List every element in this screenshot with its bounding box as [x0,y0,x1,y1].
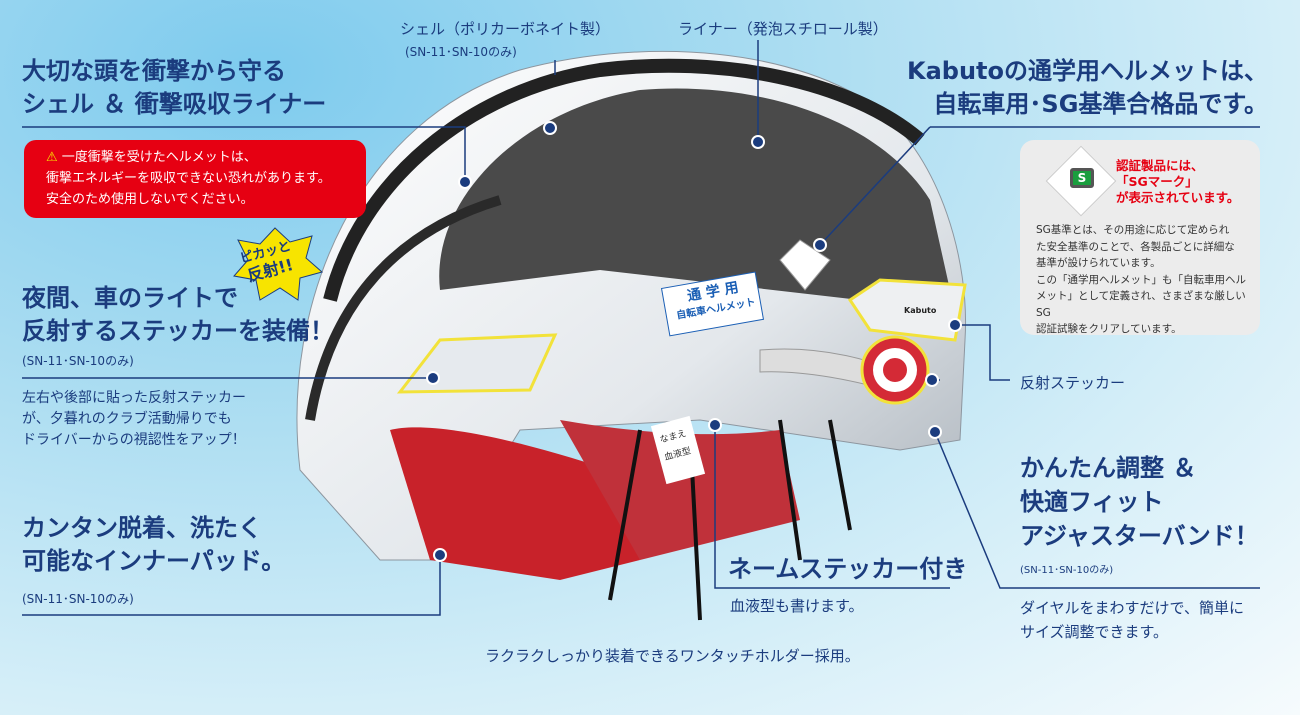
inner-pad [390,427,640,580]
reflect-desc-2: が、夕暮れのクラブ活動帰りでも [22,411,232,427]
sg-body-line: SG基準とは、その用途に応じて定められ [1036,224,1230,236]
name-sticker-heading: ネームステッカー付き [728,555,968,583]
warning-line-3: 安全のため使用しないでください。 [46,192,254,207]
adjust-heading-3: アジャスターバンド！ [1020,522,1259,550]
pad-note: (SN-11･SN-10のみ) [22,592,134,606]
shell-label: シェル（ポリカーボネイト製） [400,20,611,38]
warning-line-2: 衝撃エネルギーを吸収できない恐れがあります。 [46,171,331,186]
badge-starburst [233,227,324,301]
sg-title-3: が表示されています。 [1116,190,1240,205]
liner-label: ライナー（発泡スチロール製） [678,20,888,38]
warning-box: ⚠ 一度衝撃を受けたヘルメットは、 衝撃エネルギーを吸収できない恐れがあります。… [24,140,366,218]
sg-info-box: S 認証製品には、 「SGマーク」 が表示されています。 SG基準とは、その用途… [1020,140,1260,335]
reflect-desc-3: ドライバーからの視認性をアップ！ [22,432,246,448]
pad-heading-2: 可能なインナーパッド。 [22,547,286,575]
sg-mark-logo: S [1070,168,1094,188]
sg-body-line: 基準が設けられています。 [1036,257,1161,269]
sg-title: 認証製品には、 「SGマーク」 が表示されています。 [1116,158,1239,206]
holder-text: ラクラクしっかり装着できるワンタッチホルダー採用。 [485,647,860,665]
pad-heading-1: カンタン脱着、洗たく [22,514,262,542]
brand-logo-text: Kabuto [904,306,937,315]
reflect-desc: 左右や後部に貼った反射ステッカー が、夕暮れのクラブ活動帰りでも ドライバーから… [22,388,246,451]
reflect-desc-1: 左右や後部に貼った反射ステッカー [22,390,246,406]
reflect-sticker-label: 反射ステッカー [1020,374,1126,392]
sg-body: SG基準とは、その用途に応じて定められ た安全基準のことで、各製品ごとに詳細な … [1036,222,1260,338]
warning-line-1: 一度衝撃を受けたヘルメットは、 [61,150,257,165]
adjust-note: (SN-11･SN-10のみ) [1020,565,1114,576]
warning-icon: ⚠ [46,150,58,165]
protect-heading-1: 大切な頭を衝撃から守る [22,57,286,85]
callout-lines [22,40,1260,616]
sg-body-line: メット」として定義され、さまざまな厳しいSG [1036,290,1246,319]
protect-heading-2: シェル ＆ 衝撃吸収ライナー [22,90,327,118]
sg-title-1: 認証製品には、 [1116,158,1204,173]
name-sticker-desc: 血液型も書けます。 [730,597,864,615]
sg-body-line: この「通学用ヘルメット」も「自転車用ヘル [1036,273,1246,286]
reflect-heading-1: 夜間、車のライトで [22,284,238,312]
shell-note: (SN-11･SN-10のみ) [405,45,517,59]
adjust-heading-1: かんたん調整 ＆ [1020,454,1197,482]
adjust-desc-2: サイズ調整できます。 [1020,623,1169,641]
cert-heading-1: Kabutoの通学用ヘルメットは、 [906,57,1268,85]
adjust-desc-1: ダイヤルをまわすだけで、簡単に [1020,599,1244,617]
reflector-right [847,278,967,342]
adjust-heading-2: 快適フィット [1020,488,1164,516]
reflect-heading-2: 反射するステッカーを装備！ [22,317,334,345]
sg-title-2: 「SGマーク」 [1116,174,1198,189]
sg-body-line: た安全基準のことで、各製品ごとに詳細な [1036,240,1235,253]
cert-heading-2: 自転車用･SG基準合格品です。 [933,90,1268,118]
callout-dots [426,121,962,562]
adjust-desc: ダイヤルをまわすだけで、簡単に サイズ調整できます。 [1020,596,1244,644]
reflect-note: (SN-11･SN-10のみ) [22,354,134,368]
sg-body-line: 認証試験をクリアしています。 [1036,323,1182,335]
